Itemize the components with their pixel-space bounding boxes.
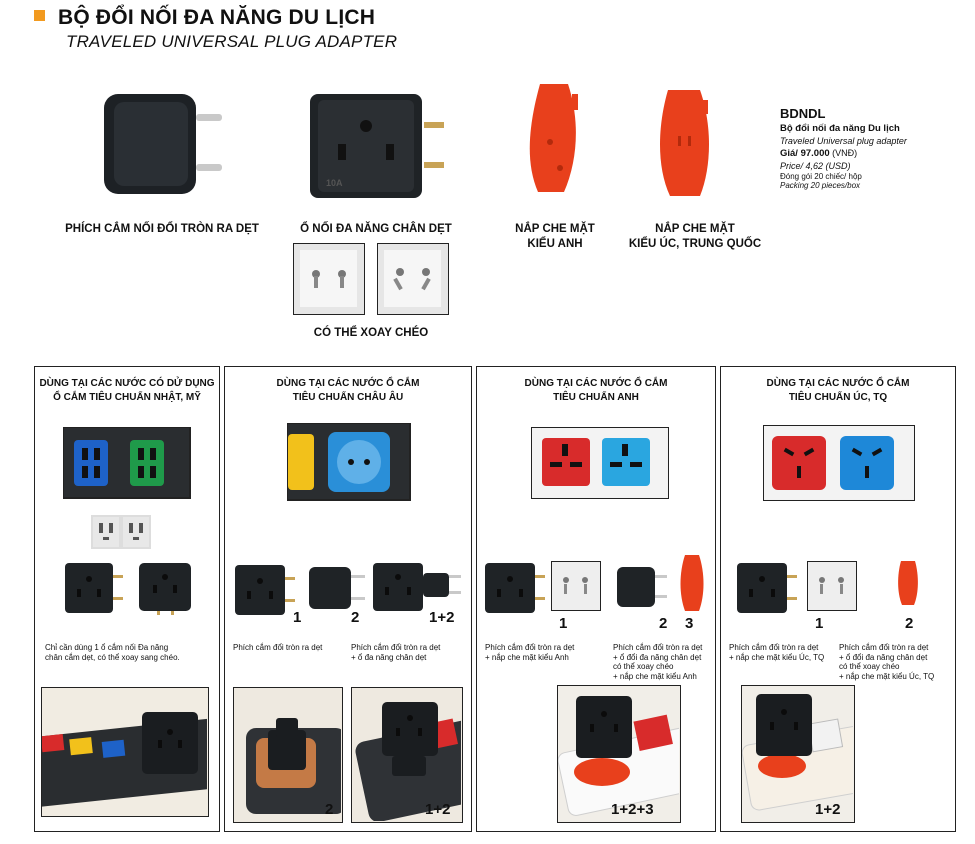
product-code: BDNDL [780,106,826,121]
label-au-cap: NẮP CHE MẶT KIỂU ÚC, TRUNG QUỐC [628,223,762,250]
caption-1: Phích cắm đổi tròn ra dẹt + nắp che mặt … [729,643,825,662]
photo-number-1-2-3: 1+2+3 [611,801,654,818]
combined-adapter-image [371,559,463,615]
au-cn-socket-strip [763,425,915,501]
panel-title: DÙNG TẠI CÁC NƯỚC CÓ DỬ DỤNG Ổ CẮM TIÊU … [39,378,215,403]
photo-number-2: 2 [325,801,334,818]
uk-face-cap-image [520,80,590,200]
universal-adapter-image [233,563,297,617]
universal-adapter-angled-image [135,559,197,615]
usage-photo-jp-us [41,687,209,817]
item-number-3: 3 [685,615,694,632]
universal-adapter-image [483,561,547,615]
uk-socket-strip [531,427,669,499]
caption-2: Phích cắm đổi tròn ra dẹt + ổ đổi đa năn… [613,643,703,681]
photo-number-1-2: 1+2 [425,801,451,818]
panel-au-cn: DÙNG TẠI CÁC NƯỚC Ổ CẮM TIÊU CHUẨN ÚC, T… [720,366,956,832]
label-rotate-note: CÓ THỂ XOAY CHÉO [313,327,429,339]
flat-socket-face-image [551,561,601,611]
round-to-flat-plug-image [100,92,230,202]
item-number-1: 1 [815,615,824,632]
item-number-1-2: 1+2 [429,609,455,626]
panel-title: DÙNG TẠI CÁC NƯỚC Ổ CẮM TIÊU CHUẨN ANH [524,378,668,403]
packing-vi: Đóng gói 20 chiếc/ hộp [780,172,862,181]
universal-adapter-image [735,561,799,615]
jp-us-socket-strip [63,427,191,499]
usage-photo-eu-1 [233,687,343,823]
usage-photo-uk [557,685,681,823]
item-number-2: 2 [905,615,914,632]
usage-photo-au-cn [741,685,855,823]
product-name-en: Traveled Universal plug adapter [780,136,907,146]
universal-adapter-front-image [63,561,125,615]
uk-cap-small-image [677,553,707,615]
usage-photo-eu-2 [351,687,463,823]
round-to-flat-plug-image [615,563,667,611]
caption-2: Phích cắm đổi tròn ra dẹt + ổ đổi đa năn… [839,643,935,681]
page-subtitle: TRAVELED UNIVERSAL PLUG ADAPTER [66,32,398,51]
packing-en: Packing 20 pieces/box [780,181,861,190]
panel-title: DÙNG TẠI CÁC NƯỚC Ổ CẮM TIÊU CHUẨN CHÂU … [276,378,420,403]
page-title: BỘ ĐỔI NỐI ĐA NĂNG DU LỊCH [58,6,376,29]
caption-2: Phích cắm đổi tròn ra dẹt + ổ đa năng ch… [351,643,441,662]
eu-socket-strip [287,423,411,501]
caption-1: Phích cắm đổi tròn ra dẹt [233,643,323,652]
round-to-flat-plug-image [307,563,367,613]
item-number-2: 2 [659,615,668,632]
universal-flat-adapter-image [308,92,448,202]
panel-jp-us: DÙNG TẠI CÁC NƯỚC CÓ DỬ DỤNG Ổ CẮM TIÊU … [34,366,220,832]
header-accent-square [34,10,45,21]
caption-1: Phích cắm đổi tròn ra dẹt + nắp che mặt … [485,643,575,662]
item-number-2: 2 [351,609,360,626]
item-number-1: 1 [293,609,302,626]
product-info: BDNDL Bộ đổi nối đa năng Du lịch Travele… [780,106,907,190]
label-uk-cap: NẮP CHE MẶT KIỂU ANH [515,223,595,250]
au-cap-small-image [895,559,921,609]
panel-caption: Chỉ cần dùng 1 ổ cắm nối Đa năng chân cắ… [45,643,180,662]
item-number-1: 1 [559,615,568,632]
photo-number-1-2: 1+2 [815,801,841,818]
adapter-mark: 10A [326,178,343,188]
panel-eu: DÙNG TẠI CÁC NƯỚC Ổ CẮM TIÊU CHUẨN CHÂU … [224,366,472,832]
product-name-vi: Bộ đổi nối đa năng Du lịch [780,123,900,134]
au-cn-face-cap-image [650,84,722,204]
label-universal-flat: Ổ NỐI ĐA NĂNG CHÂN DẸT [300,223,452,235]
label-round-to-flat: PHÍCH CẮM NỐI ĐỔI TRÒN RA DẸT [65,223,259,235]
jp-us-socket-face [91,515,151,549]
price-vnd: Giá/ 97.000 (VNĐ) [780,148,858,159]
rotate-socket-straight [293,243,365,315]
price-usd: Price/ 4,62 (USD) [780,161,851,171]
panel-uk: DÙNG TẠI CÁC NƯỚC Ổ CẮM TIÊU CHUẨN ANH 1… [476,366,716,832]
flat-socket-face-image [807,561,857,611]
rotate-socket-diagonal [377,243,449,315]
panel-title: DÙNG TẠI CÁC NƯỚC Ổ CẮM TIÊU CHUẨN ÚC, T… [766,378,910,403]
